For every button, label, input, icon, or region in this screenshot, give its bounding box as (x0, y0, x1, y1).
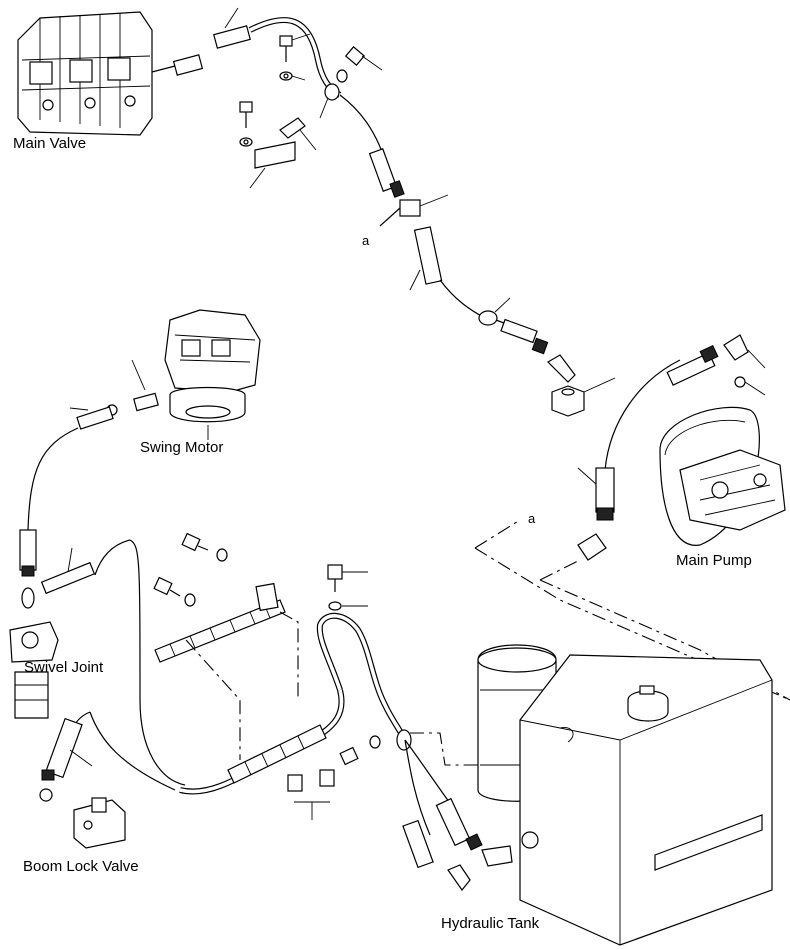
tee-fitting[interactable] (379, 194, 449, 227)
swivel-joint-hose-fitting[interactable] (40, 547, 96, 595)
main-valve[interactable] (17, 11, 153, 136)
elbow-fitting[interactable] (547, 354, 576, 383)
main-pump-label: Main Pump (676, 552, 752, 569)
connection-mark-upper: a (362, 233, 370, 248)
swing-motor-label: Swing Motor (140, 439, 223, 456)
boom-lock-hose[interactable] (39, 711, 93, 802)
swivel-hose-fitting[interactable] (19, 529, 37, 577)
swivel-fitting-small[interactable] (21, 587, 35, 609)
swivel-joint[interactable] (9, 621, 59, 719)
clamp-bracket[interactable] (249, 117, 317, 189)
hose-fitting-lower[interactable] (409, 226, 443, 291)
bolt-top[interactable] (279, 33, 311, 81)
main-valve-fitting[interactable] (151, 7, 251, 76)
clamp-top[interactable] (319, 83, 340, 119)
swing-motor[interactable] (164, 309, 261, 440)
bolt-center-4[interactable] (339, 729, 412, 766)
boom-lock-valve-label: Boom Lock Valve (23, 858, 139, 875)
bolt-right-top[interactable] (336, 46, 383, 83)
hydraulic-tank[interactable] (519, 654, 773, 946)
bolt-center-3[interactable] (327, 564, 368, 611)
hydraulic-tank-label: Hydraulic Tank (441, 915, 540, 932)
hose-end-right[interactable] (500, 318, 549, 355)
bolt-center-1[interactable] (181, 532, 228, 562)
tank-hose-fitting-right[interactable] (435, 797, 513, 867)
main-pump[interactable] (659, 406, 786, 546)
swivel-joint-label: Swivel Joint (24, 659, 104, 676)
hose-clamp-center[interactable] (255, 582, 279, 612)
clip-fitting[interactable] (478, 297, 511, 326)
hose-guard-spiral[interactable] (154, 599, 286, 663)
tank-hose-fitting-left[interactable] (402, 819, 471, 892)
main-pump-hose[interactable] (577, 334, 766, 561)
main-valve-label: Main Valve (13, 135, 86, 152)
block-fitting[interactable] (551, 377, 616, 417)
boom-lock-valve[interactable] (73, 797, 126, 849)
hose-fitting-upper[interactable] (368, 148, 405, 198)
spacer-sleeves[interactable] (287, 769, 335, 820)
connection-mark-lower: a (528, 511, 536, 526)
bolt-center-2[interactable] (153, 576, 196, 607)
bolt-clamp-left[interactable] (239, 101, 253, 147)
hose-guard-lower[interactable] (227, 724, 327, 784)
swing-motor-fitting[interactable] (69, 359, 159, 430)
